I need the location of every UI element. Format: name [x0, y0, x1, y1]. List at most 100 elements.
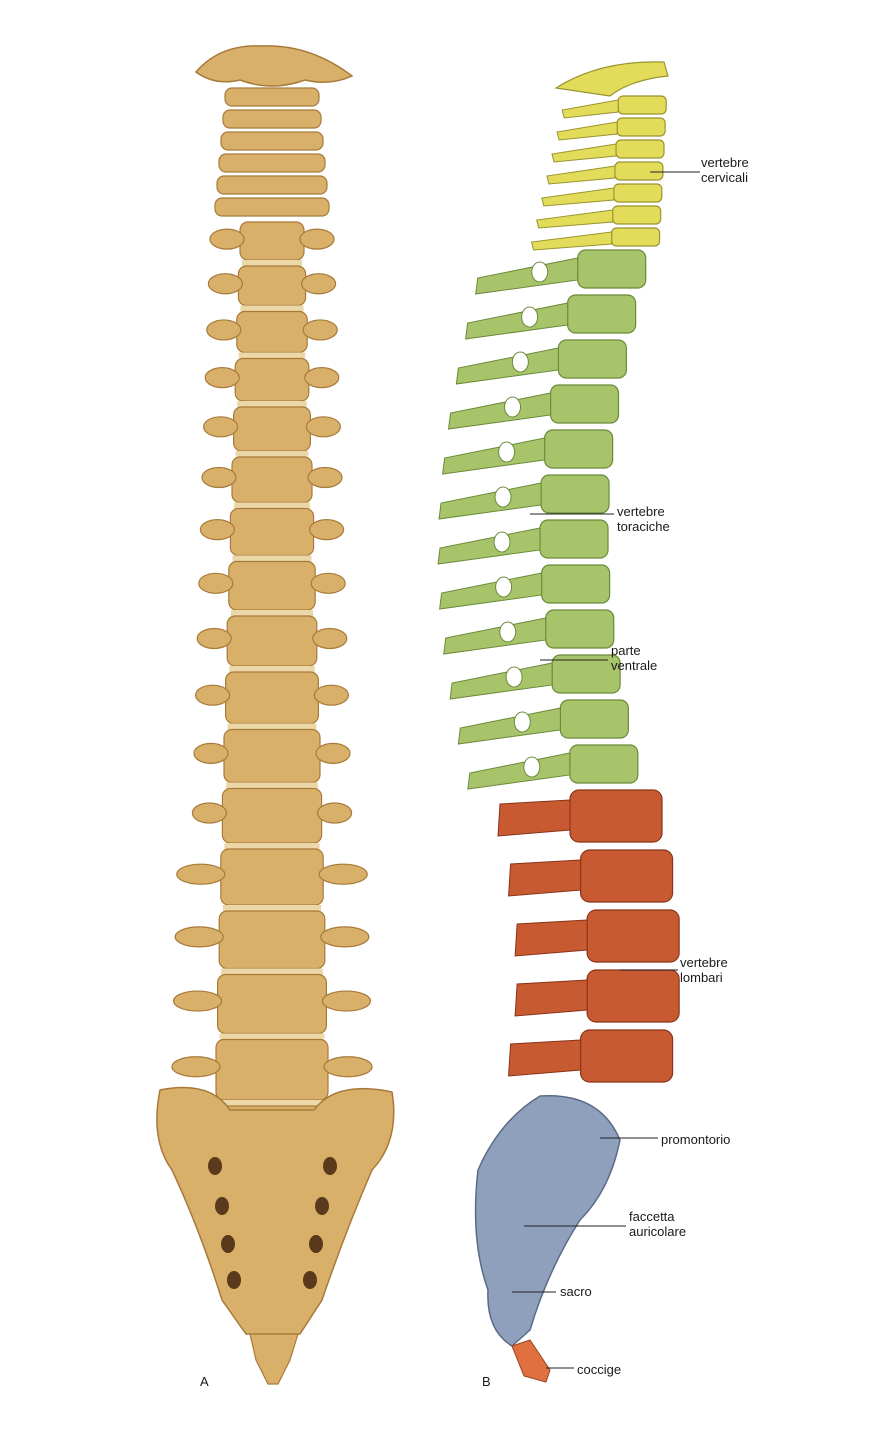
lumbar-vertebra-b	[579, 1029, 674, 1083]
intervertebral-disc-a	[221, 968, 323, 975]
intervertebral-foramen-b	[521, 306, 539, 328]
label-lumbar-vertebrae: vertebre lombari	[680, 955, 728, 985]
thoracic-vertebra-b	[540, 474, 610, 514]
thoracic-vertebra-b	[549, 384, 620, 424]
atlas-vertebra-a	[194, 45, 354, 87]
intervertebral-foramen-b	[504, 396, 522, 418]
sacral-foramen-a	[215, 1197, 229, 1215]
cervical-vertebra-b	[616, 117, 666, 137]
thoracic-spinous-process-b	[438, 482, 542, 520]
coccyx-b	[511, 1339, 551, 1383]
intervertebral-foramen-b	[494, 486, 512, 508]
thoracic-vertebra-b	[541, 564, 611, 604]
cervical-spinous-process-b	[536, 209, 614, 229]
cervical-vertebra-a	[224, 87, 320, 107]
vertebral-body-a	[220, 848, 324, 906]
vertebral-body-a	[239, 221, 305, 261]
lumbar-spinous-process-b	[514, 919, 588, 957]
thoracic-spinous-process-b	[465, 302, 569, 340]
thoracic-spinous-process-b	[449, 662, 553, 700]
vertebral-body-a	[231, 456, 313, 504]
transverse-process-left-a	[196, 627, 232, 650]
cervical-spinous-process-b	[541, 187, 615, 207]
sacral-foramen-a	[309, 1235, 323, 1253]
lumbar-spinous-process-b	[508, 859, 582, 897]
intervertebral-disc-a	[229, 666, 315, 672]
anterior-spine-view	[156, 45, 395, 1385]
intervertebral-disc-a	[232, 555, 312, 562]
thoracic-vertebra-b	[559, 699, 629, 739]
transverse-process-left-a	[174, 926, 224, 948]
intervertebral-disc-a	[237, 401, 307, 407]
thoracic-vertebra-b	[557, 339, 627, 379]
transverse-process-right-a	[301, 273, 337, 295]
cervical-vertebra-b	[617, 95, 667, 115]
transverse-process-right-a	[299, 228, 335, 250]
intervertebral-disc-a	[222, 905, 322, 911]
transverse-process-left-a	[209, 228, 245, 250]
intervertebral-foramen-b	[505, 666, 523, 688]
cervical-spinous-process-b	[546, 165, 616, 185]
lateral-spine-view	[437, 61, 680, 1383]
view-label-a: A	[200, 1374, 209, 1389]
thoracic-spinous-process-b	[437, 527, 541, 565]
cervical-vertebra-b	[615, 139, 665, 159]
intervertebral-foramen-b	[513, 711, 531, 733]
lumbar-vertebra-b	[586, 909, 680, 963]
transverse-process-left-a	[201, 466, 237, 489]
transverse-process-right-a	[307, 466, 343, 489]
intervertebral-foramen-b	[523, 756, 541, 778]
transverse-process-right-a	[310, 572, 346, 594]
transverse-process-right-a	[317, 802, 353, 824]
label-thoracic-vertebrae: vertebre toraciche	[617, 504, 670, 534]
thoracic-spinous-process-b	[439, 572, 543, 610]
cervical-vertebra-b	[612, 205, 662, 225]
transverse-process-right-a	[320, 926, 370, 948]
intervertebral-foramen-b	[495, 576, 513, 598]
intervertebral-foramen-b	[531, 261, 549, 283]
transverse-process-left-a	[203, 416, 239, 438]
vertebral-body-a	[237, 265, 307, 307]
view-label-b: B	[482, 1374, 491, 1389]
transverse-process-left-a	[207, 273, 243, 295]
lumbar-spinous-process-b	[497, 799, 571, 837]
sacral-foramen-a	[315, 1197, 329, 1215]
vertebral-body-a	[229, 507, 315, 557]
transverse-process-right-a	[315, 742, 351, 764]
cervical-vertebra-a	[216, 175, 328, 195]
cervical-vertebra-b	[613, 183, 663, 203]
label-cervical-vertebrae: vertebre cervicali	[701, 155, 749, 185]
transverse-process-right-a	[323, 1056, 373, 1078]
thoracic-vertebra-b	[539, 519, 609, 559]
vertebral-body-a	[221, 787, 323, 844]
transverse-process-right-a	[318, 863, 368, 885]
vertebral-body-a	[233, 406, 312, 452]
sacral-foramen-a	[221, 1235, 235, 1253]
transverse-process-left-a	[173, 990, 223, 1012]
sacrum-a	[156, 1086, 395, 1335]
vertebral-body-a	[226, 615, 318, 667]
cervical-vertebra-a	[222, 109, 322, 129]
intervertebral-foramen-b	[498, 441, 516, 463]
vertebral-body-a	[217, 973, 328, 1035]
vertebral-body-a	[218, 910, 326, 970]
intervertebral-disc-a	[219, 1033, 325, 1040]
transverse-process-left-a	[204, 367, 240, 389]
thoracic-spinous-process-b	[457, 707, 561, 745]
coccyx-a	[249, 1333, 299, 1385]
sacral-foramen-a	[227, 1271, 241, 1289]
vertebral-body-a	[215, 1038, 329, 1101]
intervertebral-disc-a	[240, 305, 304, 312]
label-sacrum: sacro	[560, 1284, 592, 1299]
vertebral-body-a	[228, 560, 316, 611]
transverse-process-left-a	[206, 319, 242, 341]
vertebral-body-a	[225, 671, 320, 725]
transverse-process-right-a	[302, 319, 338, 341]
label-coccyx: coccige	[577, 1362, 622, 1377]
label-promontory: promontorio	[661, 1132, 731, 1147]
label-auricular-facet: faccetta auricolare	[629, 1209, 687, 1239]
cervical-spinous-process-b	[556, 121, 618, 141]
cervical-spinous-process-b	[551, 143, 617, 163]
thoracic-vertebra-b	[567, 294, 637, 334]
